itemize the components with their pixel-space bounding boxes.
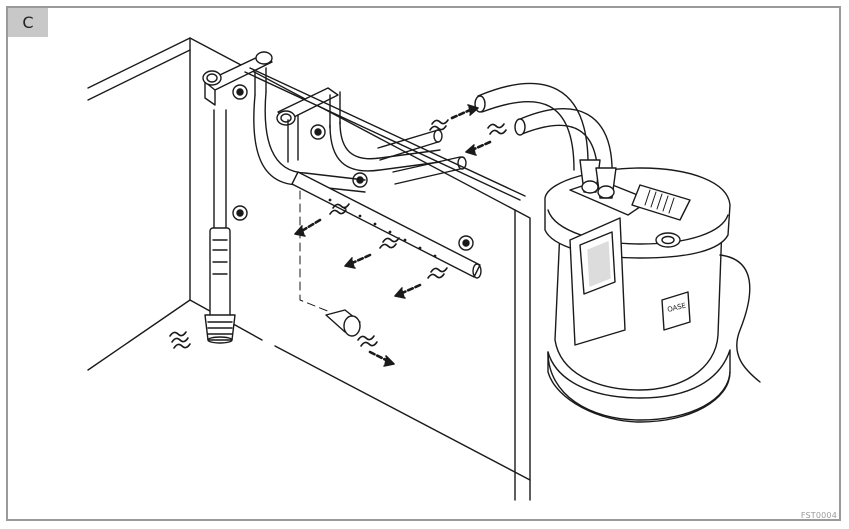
spray-bar	[292, 172, 481, 278]
suction-cups	[233, 85, 473, 250]
canister-filter	[545, 160, 760, 422]
intake-pipe	[205, 110, 235, 343]
nozzle-part	[326, 310, 360, 336]
hoses	[245, 68, 525, 200]
image-code: FST0004	[801, 511, 837, 520]
